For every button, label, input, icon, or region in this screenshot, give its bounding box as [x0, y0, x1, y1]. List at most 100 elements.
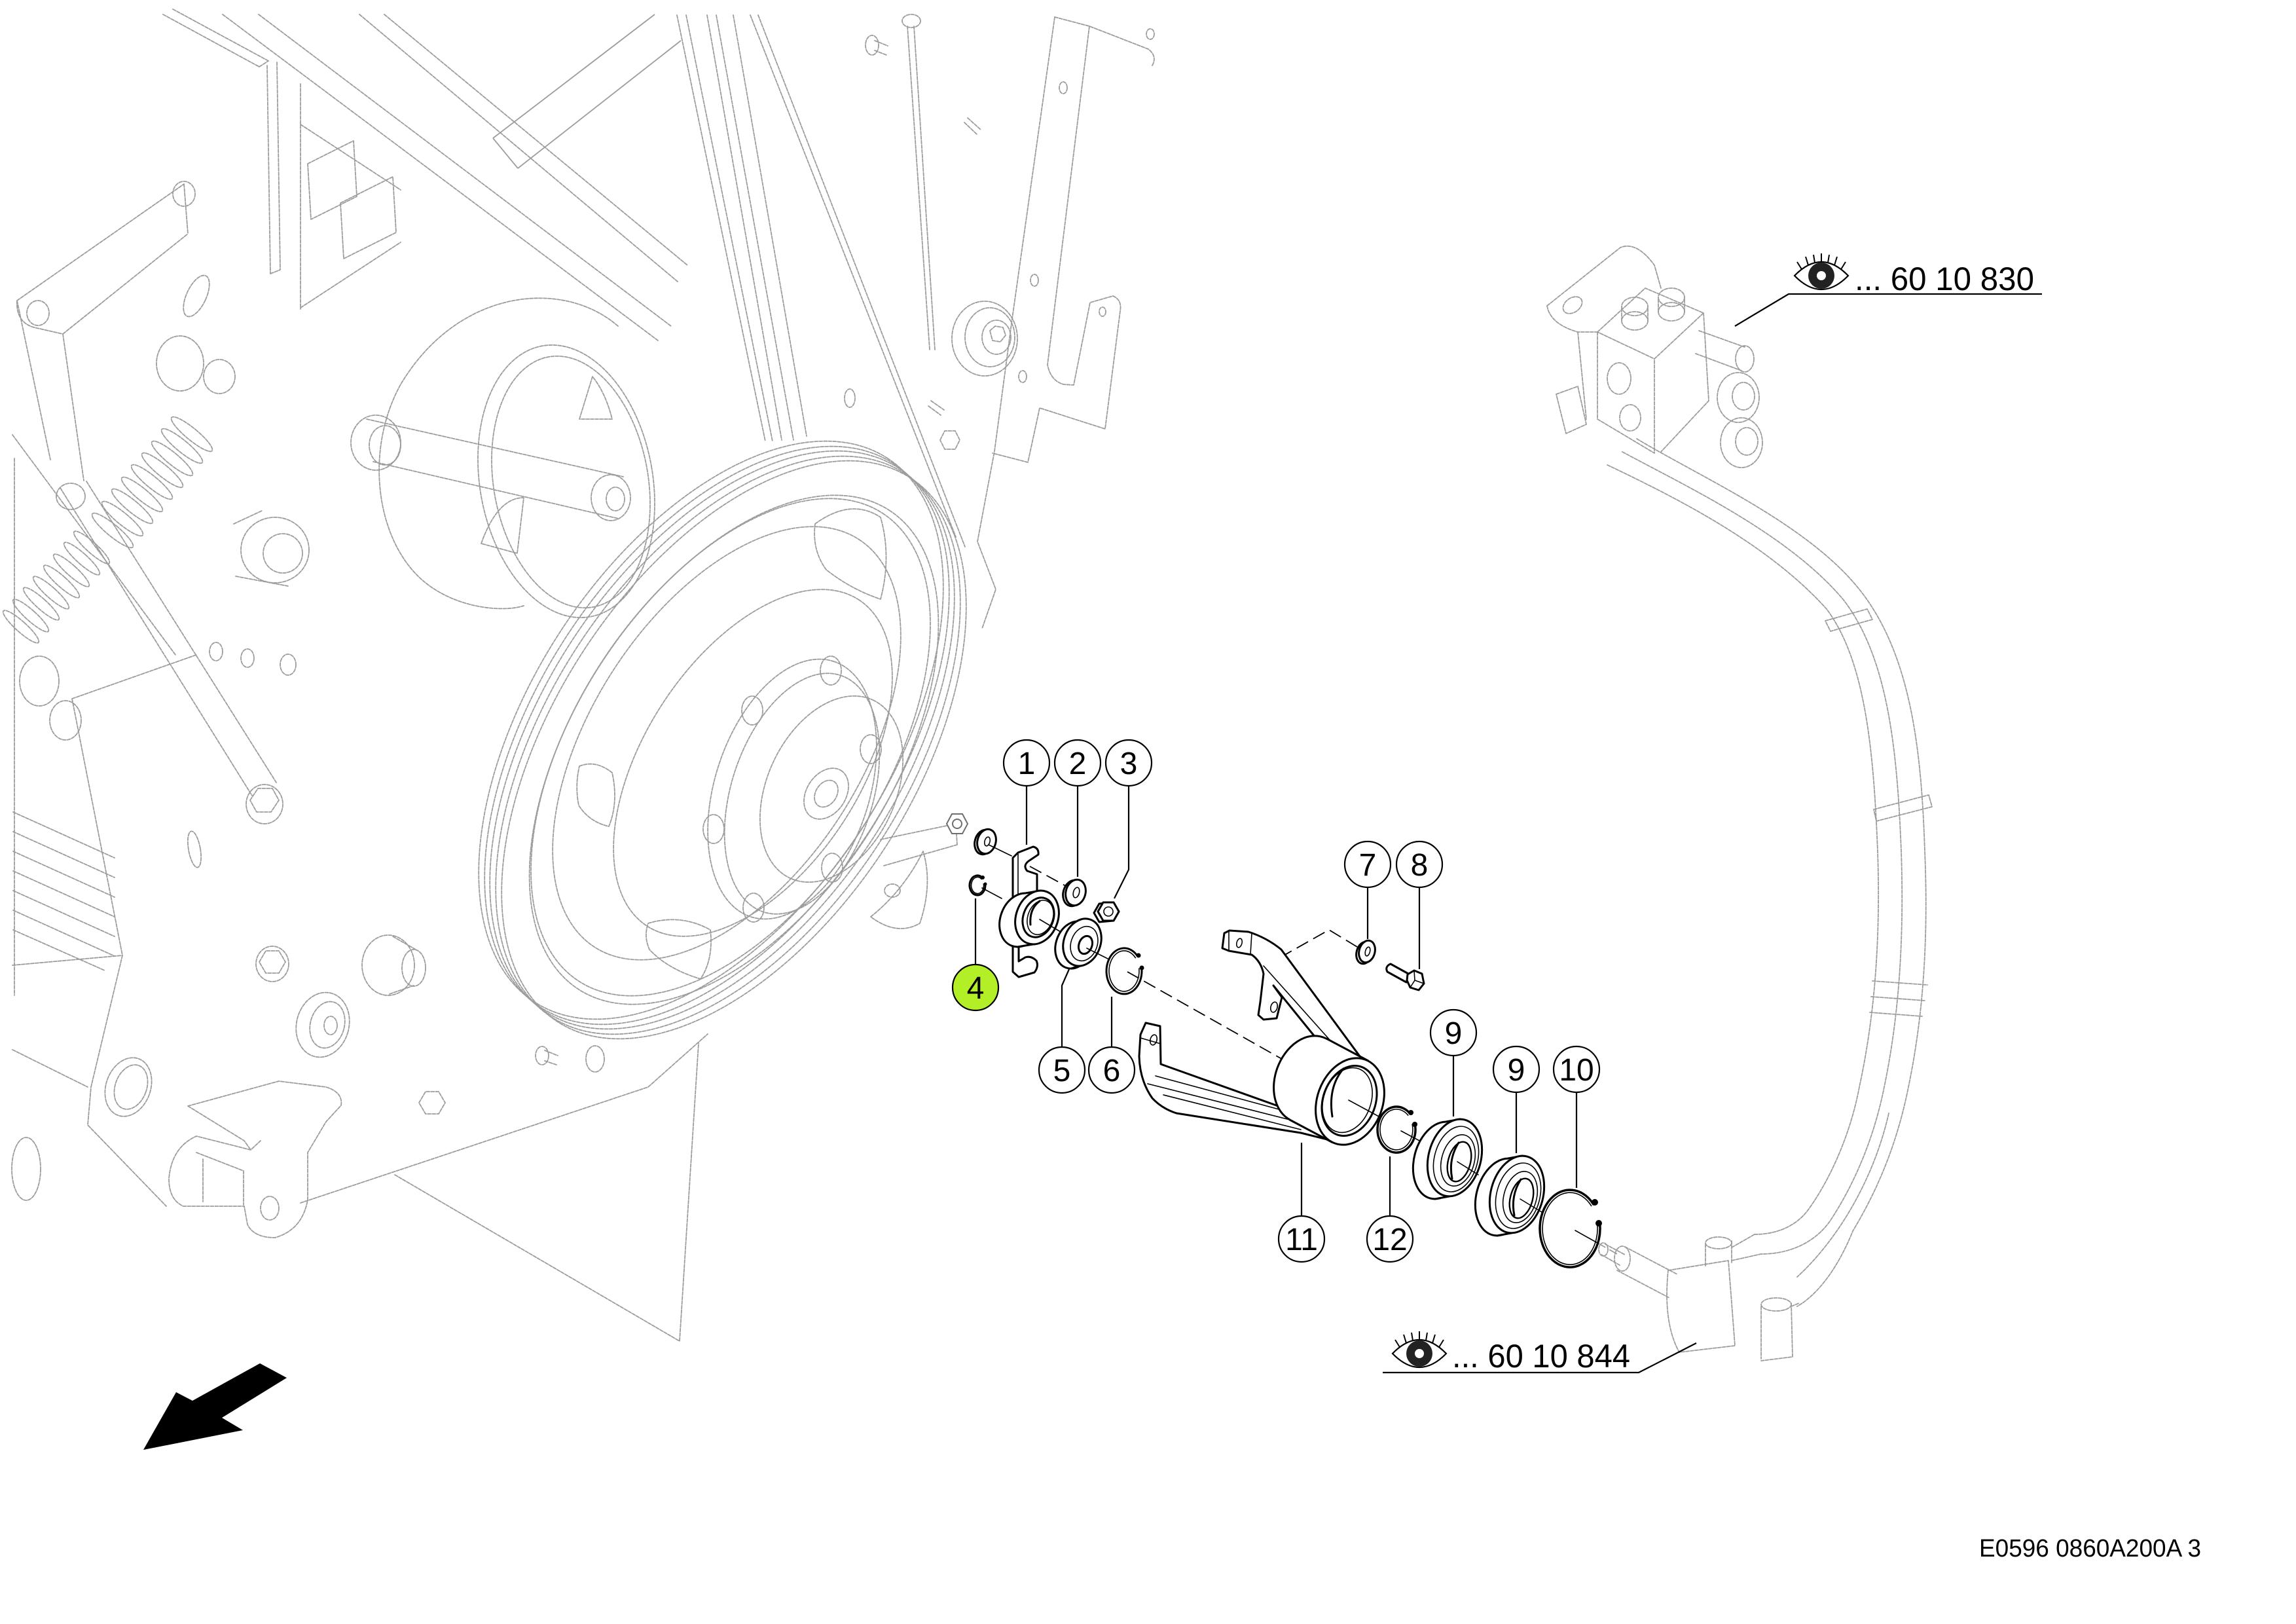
hole: [209, 642, 223, 661]
eye-pupil: [1817, 271, 1826, 280]
valve-port: [1621, 311, 1649, 331]
callout-circle[interactable]: [1366, 1215, 1414, 1263]
callout-5[interactable]: 5: [1038, 1046, 1086, 1094]
eye-icon[interactable]: [1793, 253, 1850, 290]
callout-1[interactable]: 1: [1002, 739, 1051, 787]
idler-pulley-groove: [964, 307, 1015, 367]
bolt-shank: [874, 40, 888, 56]
cross-reference-link-bottom[interactable]: ... 60 10 844: [1383, 1331, 1697, 1375]
hub-arm-nut-bore: [952, 819, 962, 829]
callout-circle[interactable]: [1492, 1045, 1540, 1094]
reference-underline: [1383, 1342, 1697, 1374]
frame-upright: [266, 62, 281, 274]
callout-8[interactable]: 8: [1395, 840, 1444, 889]
eye-icon[interactable]: [1391, 1331, 1448, 1368]
callout-circle-highlighted[interactable]: [951, 963, 1000, 1012]
callout-number[interactable]: 9: [1508, 1053, 1525, 1088]
bushing-ring: [104, 1057, 153, 1117]
callout-number[interactable]: 12: [1372, 1223, 1407, 1257]
callout-circle[interactable]: [1002, 739, 1051, 787]
clevis-hole: [260, 1196, 280, 1221]
spring-coil: [52, 553, 90, 587]
callout-6[interactable]: 6: [1087, 1046, 1136, 1094]
reference-text[interactable]: ... 60 10 844: [1452, 1338, 1630, 1375]
callout-circle[interactable]: [1038, 1046, 1086, 1094]
spring-coil: [120, 476, 164, 513]
part-2-washer: [1062, 878, 1087, 908]
fork-upper-arm: [1221, 929, 1368, 1067]
callout-circle[interactable]: [1429, 1008, 1478, 1057]
callout-circle[interactable]: [1087, 1046, 1136, 1094]
fork-upper-hole: [1235, 938, 1243, 948]
hole: [240, 648, 255, 668]
upper-frame: [12, 9, 688, 824]
spring-coil: [130, 464, 173, 500]
part-6-circlip: [1105, 947, 1144, 995]
callout-10[interactable]: 10: [1552, 1045, 1601, 1094]
leader-line-5: [1061, 969, 1070, 1047]
side-plate-edge: [71, 654, 708, 1207]
part-11-shift-fork: [1138, 929, 1385, 1146]
support-plate-edge: [977, 16, 1055, 629]
callout-number[interactable]: 3: [1120, 747, 1138, 781]
callout-number[interactable]: 5: [1053, 1054, 1071, 1088]
pin: [535, 1046, 549, 1065]
callout-number[interactable]: 11: [1285, 1223, 1318, 1257]
callout-number[interactable]: 9: [1445, 1016, 1463, 1051]
spring-coil: [32, 576, 70, 610]
callout-number[interactable]: 2: [1069, 747, 1087, 781]
hose-edge: [1607, 464, 1880, 1235]
spring-coil: [101, 500, 144, 537]
cross-reference-link-top[interactable]: ... 60 10 830: [1734, 253, 2042, 327]
gear: [49, 700, 82, 741]
tension-spring: [91, 416, 213, 549]
callout-11[interactable]: 11: [1277, 1215, 1326, 1263]
callout-number[interactable]: 4: [967, 971, 985, 1006]
callout-2[interactable]: 2: [1053, 739, 1102, 787]
part-8-hex-bolt: [1385, 963, 1425, 991]
callout-3[interactable]: 3: [1104, 739, 1153, 787]
assembly-axis: [1457, 1161, 1479, 1175]
callout-number[interactable]: 7: [1359, 848, 1377, 883]
hose-edge: [1796, 1113, 1889, 1278]
callout-number[interactable]: 6: [1103, 1054, 1121, 1088]
callout-circle[interactable]: [1104, 739, 1153, 787]
bearing-seal: [1432, 1126, 1480, 1192]
callout-12[interactable]: 12: [1366, 1215, 1414, 1263]
callout-circle[interactable]: [1395, 840, 1444, 889]
pin: [928, 400, 945, 416]
bolt-axis-dashed: [1273, 929, 1358, 962]
machine-context-drawing: [2, 9, 1933, 1361]
callout-circle[interactable]: [1552, 1045, 1601, 1094]
callout-number[interactable]: 8: [1411, 848, 1429, 883]
guide-roller-hub: [263, 533, 303, 574]
sprocket: [295, 991, 350, 1058]
callout-4-selected[interactable]: 4: [951, 963, 1000, 1012]
frame-beam: [359, 14, 688, 282]
hex-nut: [939, 430, 960, 450]
callout-7[interactable]: 7: [1343, 840, 1392, 889]
pivot-bearing: [203, 359, 236, 394]
mount-bracket: [300, 124, 401, 308]
callout-circle[interactable]: [1277, 1215, 1326, 1263]
callout-number[interactable]: 1: [1018, 747, 1036, 781]
callout-number[interactable]: 10: [1559, 1053, 1594, 1088]
spring-coil: [91, 512, 134, 549]
hose-clamp: [1825, 608, 1873, 632]
direction-arrow-icon: [143, 1363, 287, 1450]
reference-text[interactable]: ... 60 10 830: [1855, 261, 2034, 297]
callout-9[interactable]: 9: [1429, 1008, 1478, 1057]
spring-coil: [43, 564, 81, 599]
washer-hole: [1072, 887, 1080, 898]
pulley-hub: [803, 767, 849, 820]
hydraulic-hoses: [1607, 438, 1933, 1307]
callout-circle[interactable]: [1053, 739, 1102, 787]
tee-spigot: [1601, 1244, 1626, 1266]
callout-circle[interactable]: [1343, 840, 1392, 889]
callout-9-second[interactable]: 9: [1492, 1045, 1540, 1094]
callouts: 1 2 3 4 5 6 7 8: [951, 739, 1601, 1263]
washer-front-face: [976, 828, 997, 855]
assembly-axis: [1575, 1230, 1598, 1244]
elbow-fitting: [1705, 1234, 1762, 1268]
hole: [280, 654, 297, 676]
